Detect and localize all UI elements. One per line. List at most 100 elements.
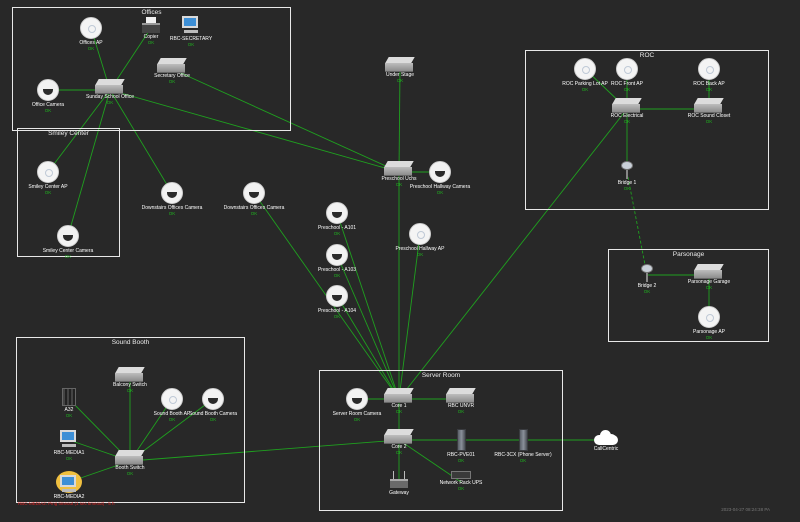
network-link (109, 89, 173, 194)
network-link (129, 439, 400, 462)
status-text: OK (705, 87, 713, 92)
group-smiley-center: Smiley Center (17, 128, 120, 257)
camera-icon (202, 388, 224, 410)
camera-icon (346, 388, 368, 410)
ap-icon (37, 161, 59, 183)
status-text: OK (65, 456, 73, 461)
status-text: OK (333, 314, 341, 319)
network-link (171, 68, 400, 173)
network-link (398, 108, 628, 400)
ap-icon (616, 58, 638, 80)
camera-icon (326, 285, 348, 307)
status-text: OK (436, 190, 444, 195)
network-link (398, 439, 462, 483)
cloud-icon (590, 429, 622, 445)
node-label: Gateway (389, 490, 409, 496)
node-label: Parsonage AP (693, 329, 725, 335)
status-text: OK (106, 100, 114, 105)
camera-icon (429, 161, 451, 183)
node-label: Booth Switch (115, 465, 145, 471)
status-text: OK (581, 87, 589, 92)
switch-icon (694, 98, 724, 113)
node-label: RBC-MEDIA2 (53, 494, 85, 500)
node-label: Core 1 (391, 403, 407, 409)
node-label: Preschool - A101 (317, 225, 357, 231)
node-label: Under Stage (385, 72, 415, 78)
printer-icon (142, 17, 160, 33)
ap-icon (574, 58, 596, 80)
node-label: Smiley Center AP (28, 184, 68, 190)
status-text: OK (705, 285, 713, 290)
status-text: OK (209, 417, 217, 422)
group-server-room: Server Room (319, 370, 563, 511)
node-label: Balcony Switch (113, 382, 147, 388)
node-gateway[interactable]: Gateway (357, 471, 441, 496)
status-text: OK (395, 409, 403, 414)
status-text: OK (333, 231, 341, 236)
router-icon (390, 471, 408, 489)
node-rbc-3cx[interactable]: RBC-3CX (Phone Server)OK (481, 429, 565, 464)
status-text: OK (250, 211, 258, 216)
node-label: Network Rack UPS (439, 480, 483, 486)
alert-message[interactable]: RBC-MEDIA2: Ping timeout (1 sec timeout)… (18, 501, 115, 506)
node-label: Preschool - A104 (317, 308, 357, 314)
node-sound-booth-ap[interactable]: Sound Booth AP OK (130, 388, 214, 423)
switch-icon (385, 57, 415, 72)
node-label: RBC-3CX (Phone Server) (494, 452, 552, 458)
node-label: RBC-SECRETARY (169, 36, 213, 42)
node-label: Sound Booth AP (153, 411, 191, 417)
status-text: OK (64, 254, 72, 259)
network-link (109, 89, 400, 173)
switch-icon (384, 429, 414, 444)
node-callcentric[interactable]: CallCentric (564, 429, 648, 452)
dish-icon (640, 264, 654, 282)
node-label: Preschool Hallway Camera (409, 184, 471, 190)
group-title: Parsonage (672, 251, 705, 258)
node-label: RBC UNVR (447, 403, 475, 409)
node-label: Core 2 (391, 444, 407, 450)
node-rbc-media2[interactable]: RBC-MEDIA2 (27, 471, 111, 500)
group-title: Sound Booth (111, 339, 150, 346)
status-text: OK (705, 335, 713, 340)
status-text: OK (457, 409, 465, 414)
node-label: ROC Front AP (611, 81, 643, 87)
ap-icon (409, 223, 431, 245)
